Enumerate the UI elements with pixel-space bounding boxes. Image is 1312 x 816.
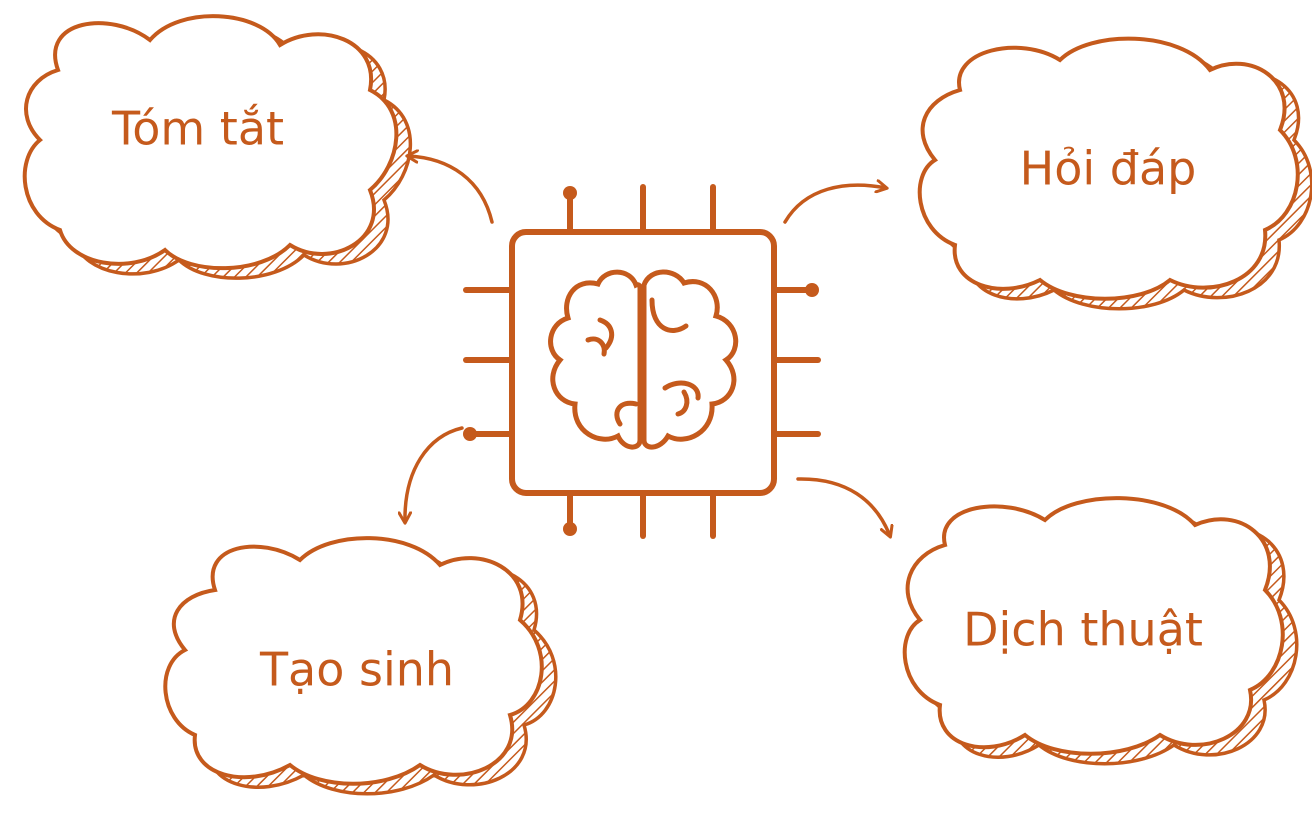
arrow-to-translation bbox=[796, 477, 890, 536]
arrow-to-qa bbox=[783, 185, 886, 224]
cloud-node-translation: Dịch thuật bbox=[902, 496, 1299, 766]
cloud-outline bbox=[902, 496, 1285, 756]
node-label-generation: Tạo sinh bbox=[259, 643, 454, 697]
cloud-node-qa: Hỏi đáp bbox=[917, 36, 1312, 311]
ai-chip-brain-icon bbox=[463, 184, 821, 539]
node-label-qa: Hỏi đáp bbox=[1020, 142, 1197, 196]
cloud-outline bbox=[22, 14, 399, 271]
arrow-to-summary bbox=[408, 156, 494, 224]
cloud-outline bbox=[917, 36, 1300, 301]
arrow-to-generation bbox=[405, 426, 464, 522]
cloud-node-summary: Tóm tắt bbox=[22, 14, 412, 280]
node-label-summary: Tóm tắt bbox=[111, 102, 284, 156]
cloud-node-generation: Tạo sinh bbox=[163, 536, 558, 796]
node-label-translation: Dịch thuật bbox=[963, 603, 1203, 657]
cloud-outline bbox=[163, 536, 544, 786]
